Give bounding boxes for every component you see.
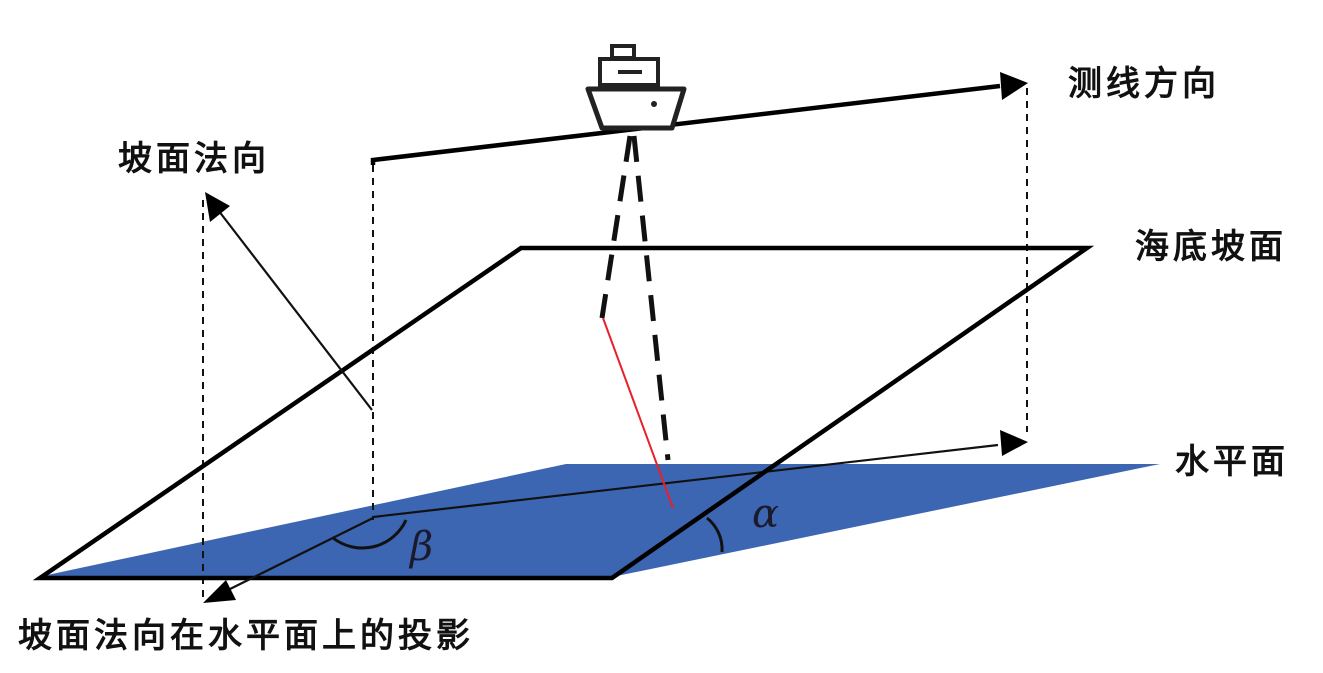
horizontal-plane-surface	[38, 464, 1160, 577]
beam-ray	[602, 317, 674, 509]
beta-angle-arc	[332, 519, 408, 550]
beam-dashed-left	[599, 135, 633, 319]
beta-label: β	[408, 524, 433, 570]
ship-icon	[585, 44, 687, 131]
survey-line-arrowhead	[1000, 72, 1028, 100]
slope-normal-arrowhead	[205, 192, 230, 222]
projected-survey-line	[372, 443, 999, 519]
projected-survey-arrowhead	[1000, 430, 1028, 456]
alpha-label: α	[752, 491, 779, 537]
horizontal-plane-label: 水平面	[1175, 442, 1289, 482]
seabed-slope-plane	[32, 245, 1095, 581]
alpha-angle-arc	[706, 516, 724, 553]
survey-line-direction-label: 测线方向	[1068, 64, 1220, 104]
survey-line-path	[370, 83, 1001, 165]
normal-projection-arrowhead	[203, 580, 236, 603]
beam-dashed-right	[631, 135, 671, 461]
seabed-slope-label: 海底坡面	[1135, 227, 1287, 267]
slope-normal-line	[214, 205, 373, 411]
normal-projection-label: 坡面法向在水平面上的投影	[18, 616, 474, 656]
slope-normal-label: 坡面法向	[118, 139, 270, 179]
normal-projection-line	[227, 517, 374, 591]
